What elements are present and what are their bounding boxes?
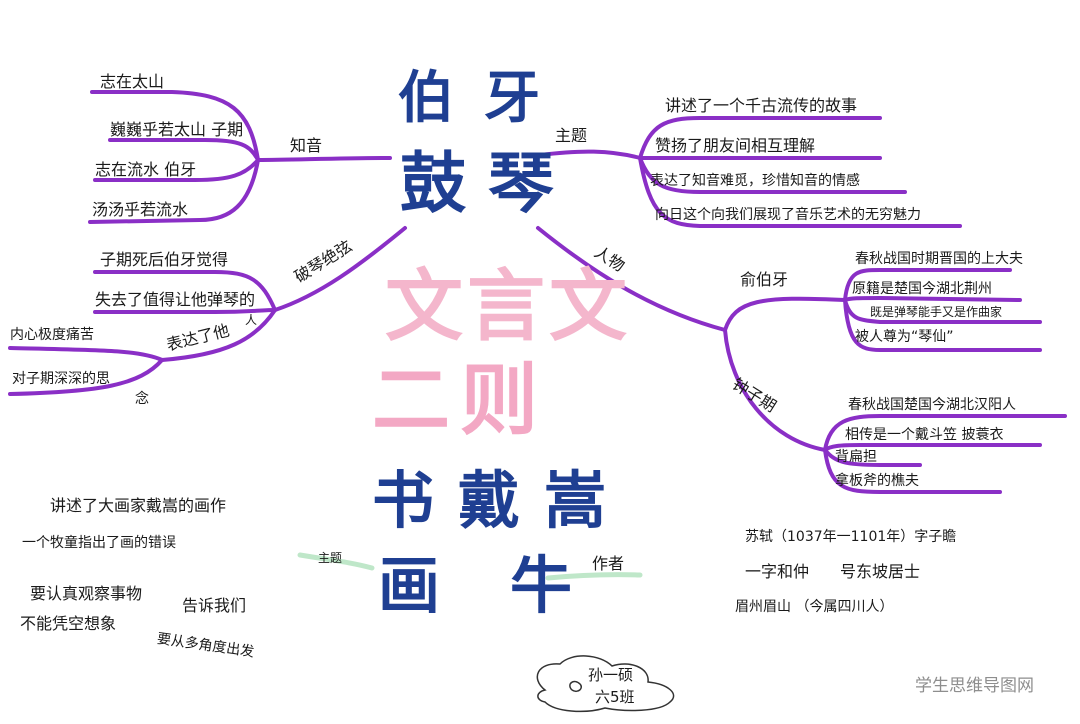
branch-zhiyin-main <box>256 156 392 162</box>
story2-title-line2: 画牛 <box>378 549 643 622</box>
center-title-line2: 二则 <box>372 356 549 446</box>
zhongziqi-item-1: 春秋战国楚国今湖北汉阳人 <box>848 397 1016 413</box>
branch-poqin-sub-item-1 <box>8 346 164 362</box>
branch-poqin-sub <box>160 308 277 362</box>
green-line-author <box>545 572 643 581</box>
yuboya-item-1: 春秋战国时期晋国的上大夫 <box>855 251 1023 267</box>
poqin-item-3: 人 <box>245 313 258 327</box>
branch-zhiyin-item-2 <box>108 138 260 162</box>
zhiyin-item-1: 志在太山 <box>100 72 165 91</box>
branch-poqin-item-1 <box>93 270 277 312</box>
branch-theme2-label: 主题 <box>318 551 343 565</box>
author-item-1: 苏轼（1037年一1101年）字子瞻 <box>745 529 957 545</box>
branch-zhiyin-item-4 <box>88 158 260 224</box>
theme2-item-5: 告诉我们 <box>182 596 247 615</box>
branch-zhongziqi-item-3 <box>823 448 922 467</box>
story1-title-line2: 鼓琴 <box>400 144 576 222</box>
poqin-item-6: 对子期深深的思 <box>12 371 110 387</box>
signature-name: 孙一硕 <box>588 666 634 684</box>
poqin-item-2: 失去了值得让他弹琴的 <box>95 290 256 309</box>
branch-yuboya-label: 俞伯牙 <box>740 270 789 289</box>
branch-zhiyin-item-1 <box>90 90 260 162</box>
branch-yuboya <box>723 296 847 332</box>
branch-poqin-sub-item-2 <box>8 358 164 396</box>
theme1-item-4: 向日这个向我们展现了音乐艺术的无穷魅力 <box>655 207 921 223</box>
author-item-4: 眉州眉山 （今属四川人） <box>735 599 894 615</box>
theme2-item-1: 讲述了大画家戴嵩的画作 <box>50 496 227 515</box>
branch-zhongziqi-item-4 <box>823 448 1002 494</box>
theme1-item-3: 表达了知音难觅，珍惜知音的情感 <box>650 173 860 189</box>
branch-theme1-label: 主题 <box>555 126 588 145</box>
poqin-item-7: 念 <box>135 391 149 407</box>
zhongziqi-item-4: 拿板斧的樵夫 <box>835 473 919 489</box>
author-item-2: 一字和仲 <box>745 562 810 581</box>
green-line-theme2 <box>297 552 375 571</box>
branch-yuboya-item-1 <box>843 268 1012 302</box>
poqin-item-4: 内心极度痛苦 <box>10 327 94 343</box>
signature-class: 六5班 <box>595 688 635 706</box>
zhiyin-item-4: 汤汤乎若流水 <box>92 200 189 219</box>
zhongziqi-item-3: 背扁担 <box>835 449 877 465</box>
branch-theme1-item-4 <box>638 156 962 228</box>
theme1-item-1: 讲述了一个千古流传的故事 <box>665 96 858 115</box>
branch-zhongziqi-item-1 <box>823 414 1067 452</box>
yuboya-item-2: 原籍是楚国今湖北荆州 <box>852 281 992 297</box>
theme2-item-4: 不能凭空想象 <box>20 614 117 633</box>
zhiyin-item-2: 巍巍乎若太山 子期 <box>110 120 244 139</box>
branch-theme1-main <box>538 149 642 160</box>
watermark: 学生思维导图网 <box>915 676 1034 696</box>
yuboya-item-3: 既是弹琴能手又是作曲家 <box>870 305 1003 319</box>
cloud-outline <box>536 655 675 713</box>
theme2-item-3: 要认真观察事物 <box>30 584 143 603</box>
center-title-line1: 文言文 <box>385 262 632 352</box>
branch-yuboya-item-2 <box>843 295 1022 302</box>
zhiyin-item-3: 志在流水 伯牙 <box>95 160 197 179</box>
poqin-item-1: 子期死后伯牙觉得 <box>100 250 229 269</box>
branch-zhongziqi-item-2 <box>823 443 1042 452</box>
theme2-item-2: 一个牧童指出了画的错误 <box>22 535 176 551</box>
branch-poqin-item-2 <box>93 308 277 314</box>
branch-theme1-item-1 <box>638 116 882 160</box>
branch-people-main <box>536 226 727 332</box>
author-item-3: 号东坡居士 <box>840 562 921 581</box>
story1-title-line1: 伯牙 <box>398 65 570 131</box>
zhongziqi-item-2: 相传是一个戴斗笠 披蓑衣 <box>845 427 1004 443</box>
theme1-item-2: 赞扬了朋友间相互理解 <box>655 136 816 155</box>
yuboya-item-4: 被人尊为“琴仙” <box>855 329 954 345</box>
cloud-swirl <box>569 680 583 693</box>
story2-title-line1: 书戴嵩 <box>372 464 631 537</box>
branch-zhongziqi <box>723 328 827 452</box>
branch-poqin-main <box>273 226 407 312</box>
branch-yuboya-item-4 <box>843 298 1042 352</box>
branch-zhiyin-label: 知音 <box>290 136 323 155</box>
branch-zhiyin-item-3 <box>93 158 260 182</box>
branch-author-label: 作者 <box>592 554 625 573</box>
